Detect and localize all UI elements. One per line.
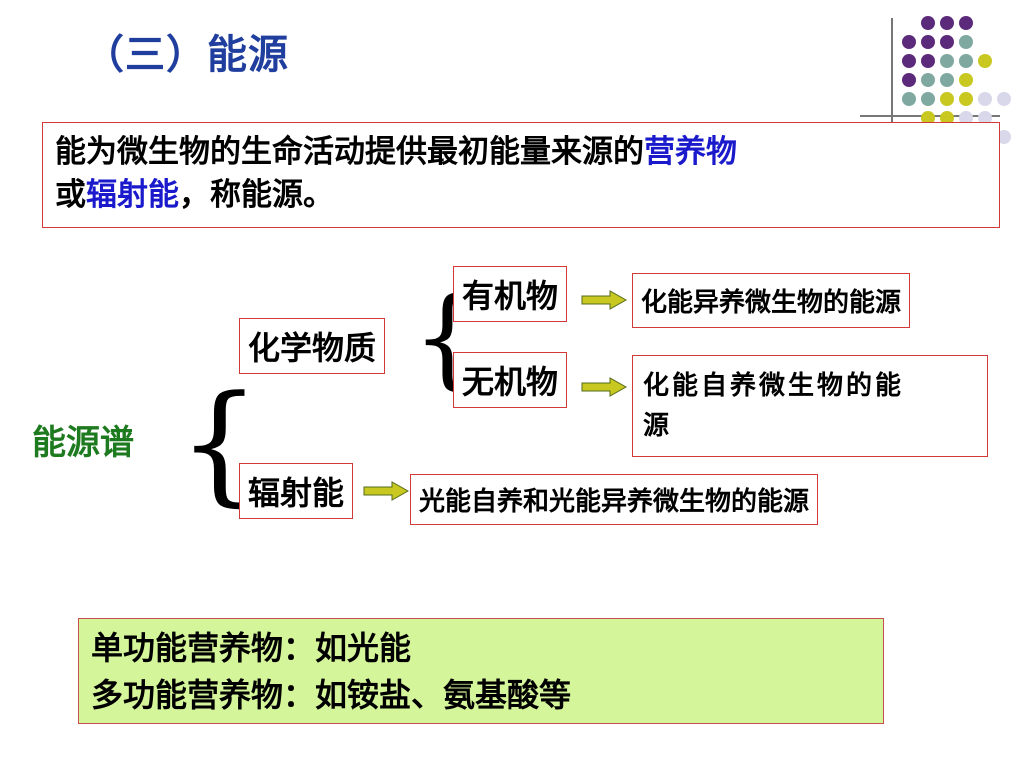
decor-dot: [902, 54, 916, 68]
nutrient-notes-box: 单功能营养物：如光能 多功能营养物：如铵盐、氨基酸等: [78, 618, 884, 724]
arrow-organic: [581, 290, 628, 310]
definition-box: 能为微生物的生命活动提供最初能量来源的营养物 或辐射能，称能源。: [42, 122, 1000, 228]
arrow-inorganic: [581, 377, 628, 397]
definition-highlight-radiant: 辐射能: [86, 177, 179, 213]
decor-dot: [959, 54, 973, 68]
decor-dot: [940, 54, 954, 68]
node-inorganic: 无机物: [453, 352, 568, 408]
note-single-function: 单功能营养物：如光能: [91, 629, 412, 667]
decor-dot: [940, 111, 954, 125]
decor-dot: [959, 35, 973, 49]
decor-dot: [978, 92, 992, 106]
decor-dot: [959, 73, 973, 87]
result-radiant: 光能自养和光能异养微生物的能源: [410, 474, 819, 525]
node-chemical-substance: 化学物质: [239, 318, 386, 374]
decor-vertical-line: [891, 18, 893, 186]
definition-part-1: 能为微生物的生命活动提供最初能量来源的: [55, 134, 644, 170]
node-radiant-energy: 辐射能: [239, 463, 354, 519]
decor-dot: [921, 35, 935, 49]
decor-dot: [959, 92, 973, 106]
decor-dot: [940, 35, 954, 49]
decor-dot: [959, 16, 973, 30]
definition-part-2: 或: [55, 177, 86, 213]
arrow-radiant: [363, 481, 410, 501]
decor-dot: [978, 111, 992, 125]
decor-dot: [921, 16, 935, 30]
decor-dot: [978, 54, 992, 68]
result-organic: 化能异养微生物的能源: [632, 273, 911, 328]
decor-dot: [940, 73, 954, 87]
decor-dot: [997, 92, 1011, 106]
slide-title: （三）能源: [84, 31, 289, 78]
decor-dot: [997, 130, 1011, 144]
node-organic: 有机物: [453, 266, 568, 322]
result-inorganic-line-2: 源: [643, 411, 673, 441]
definition-part-3: ，称能源。: [179, 177, 334, 213]
decor-dot: [902, 92, 916, 106]
decor-dot: [921, 73, 935, 87]
decor-dot: [940, 92, 954, 106]
result-inorganic-line-1: 化能自养微生物的能: [643, 371, 905, 401]
decor-dot: [902, 73, 916, 87]
decor-dot: [921, 92, 935, 106]
decor-dot: [902, 35, 916, 49]
result-inorganic: 化能自养微生物的能 源: [632, 355, 988, 457]
definition-text: 能为微生物的生命活动提供最初能量来源的营养物 或辐射能，称能源。: [55, 131, 987, 217]
decor-dot: [959, 111, 973, 125]
decor-dot: [940, 16, 954, 30]
definition-highlight-nutrient: 营养物: [644, 134, 737, 170]
decor-dot: [921, 54, 935, 68]
energy-spectrum-label: 能源谱: [32, 423, 134, 463]
decor-dot: [921, 111, 935, 125]
note-multi-function: 多功能营养物：如铵盐、氨基酸等: [91, 676, 572, 714]
